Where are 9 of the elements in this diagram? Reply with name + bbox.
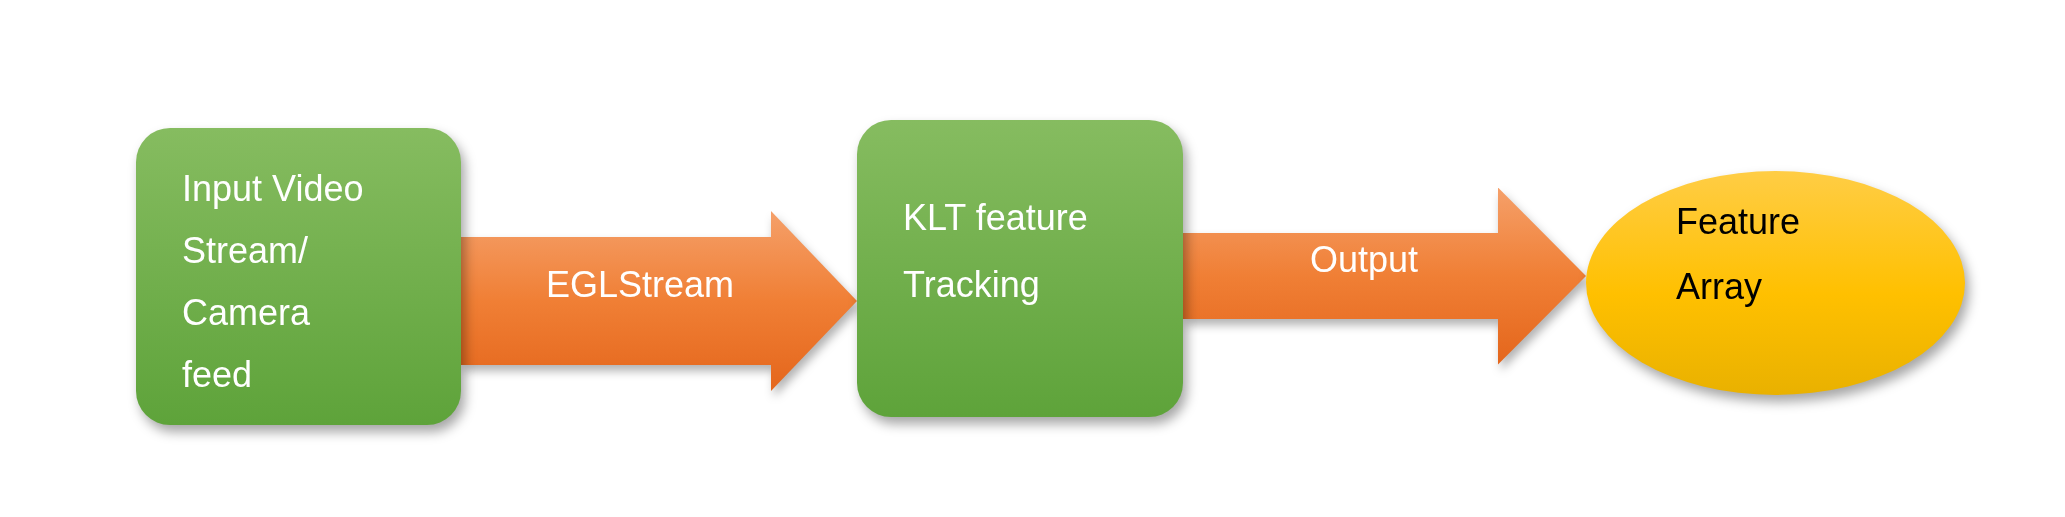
edge-label: Output — [1309, 239, 1419, 281]
process-box — [136, 128, 461, 425]
edge-label: EGLStream — [545, 264, 735, 306]
block-arrow — [1183, 187, 1586, 365]
block-arrow — [461, 211, 857, 391]
process-box — [857, 120, 1183, 417]
node-label: Input Video Stream/ Camera feed — [182, 167, 365, 397]
node-label: KLT feature Tracking — [903, 196, 1089, 307]
node-label: Feature Array — [1676, 200, 1802, 309]
